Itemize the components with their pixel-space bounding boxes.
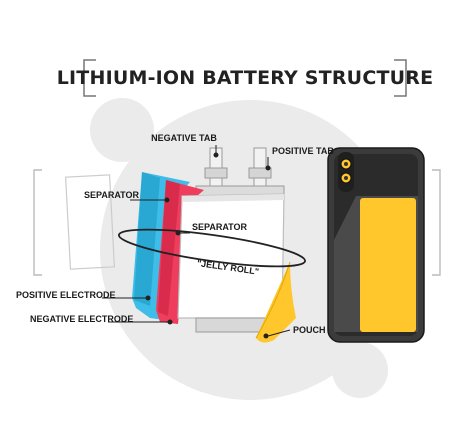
- phone-icon: [327, 147, 425, 343]
- label-pouch: POUCH: [293, 325, 326, 335]
- pouch-peel: [256, 262, 296, 343]
- leader-pouch: [267, 329, 291, 337]
- label-negative-tab: NEGATIVE TAB: [151, 133, 217, 143]
- jelly-roll-core: [177, 193, 285, 319]
- right-bracket: [432, 169, 441, 276]
- leader-lines: [102, 145, 291, 339]
- title-bracket-left: [83, 59, 96, 97]
- pouch-bottom-strip: [195, 317, 269, 333]
- background-outline-square: [64, 174, 116, 270]
- label-separator-outer: SEPARATOR: [84, 190, 140, 200]
- background-circle-small-right: [332, 342, 388, 398]
- title-bracket-right: [394, 59, 407, 97]
- phone-battery: [360, 198, 416, 332]
- label-positive-electrode: POSITIVE ELECTRODE: [16, 290, 116, 300]
- background-circle-small-left: [90, 98, 154, 162]
- label-negative-electrode: NEGATIVE ELECTRODE: [30, 314, 134, 324]
- jelly-roll-loop: [117, 228, 307, 268]
- page-title: LITHIUM-ION BATTERY STRUCTURE: [56, 67, 434, 89]
- label-positive-tab: POSITIVE TAB: [272, 146, 334, 156]
- left-bracket: [33, 169, 42, 276]
- title-box: LITHIUM-ION BATTERY STRUCTURE: [56, 58, 434, 98]
- label-separator-inner: SEPARATOR: [192, 222, 248, 232]
